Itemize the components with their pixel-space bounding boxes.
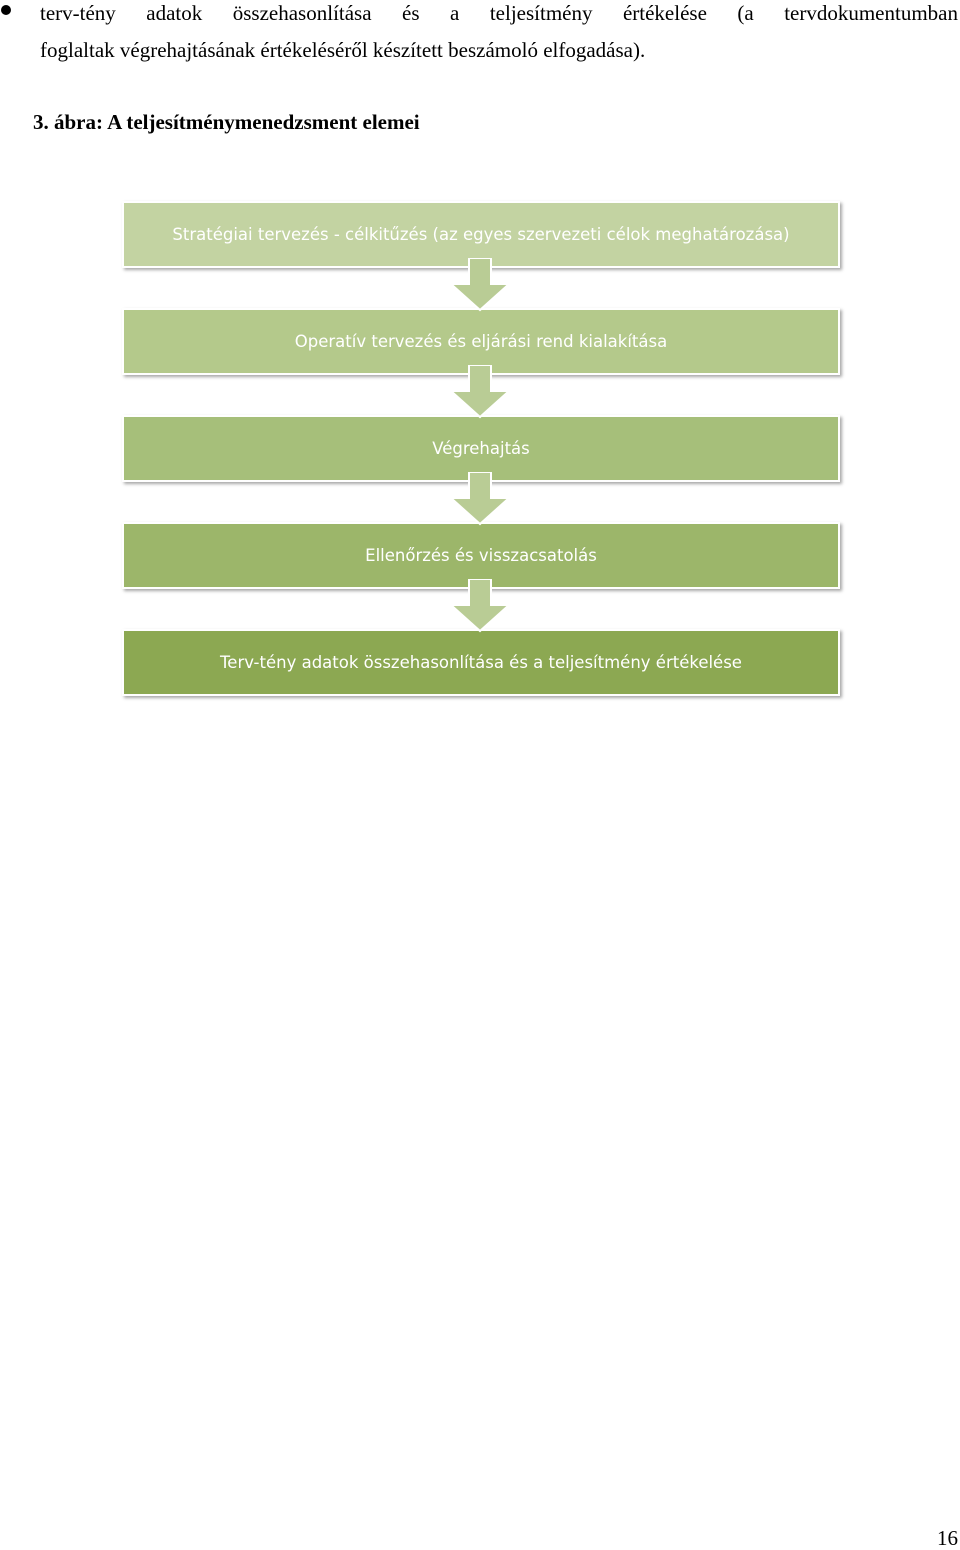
figure-caption: 3. ábra: A teljesítménymenedzsment eleme… xyxy=(33,110,420,134)
down-arrow-icon xyxy=(448,365,512,419)
bullet-text-line-1: terv-tény adatok összehasonlítása és a t… xyxy=(40,1,958,25)
bullet-text-line-2: foglaltak végrehajtásának értékeléséről … xyxy=(40,38,646,62)
down-arrow-icon xyxy=(448,258,512,312)
process-step-5: Terv-tény adatok összehasonlítása és a t… xyxy=(122,629,840,696)
down-arrow-icon xyxy=(448,472,512,526)
bullet-point-icon xyxy=(1,5,11,15)
page-number: 16 xyxy=(937,1526,958,1550)
process-step-2: Operatív tervezés és eljárási rend kiala… xyxy=(122,308,840,375)
down-arrow-icon xyxy=(448,579,512,633)
process-step-4: Ellenőrzés és visszacsatolás xyxy=(122,522,840,589)
process-flow-diagram: Stratégiai tervezés - célkitűzés (az egy… xyxy=(120,197,844,703)
